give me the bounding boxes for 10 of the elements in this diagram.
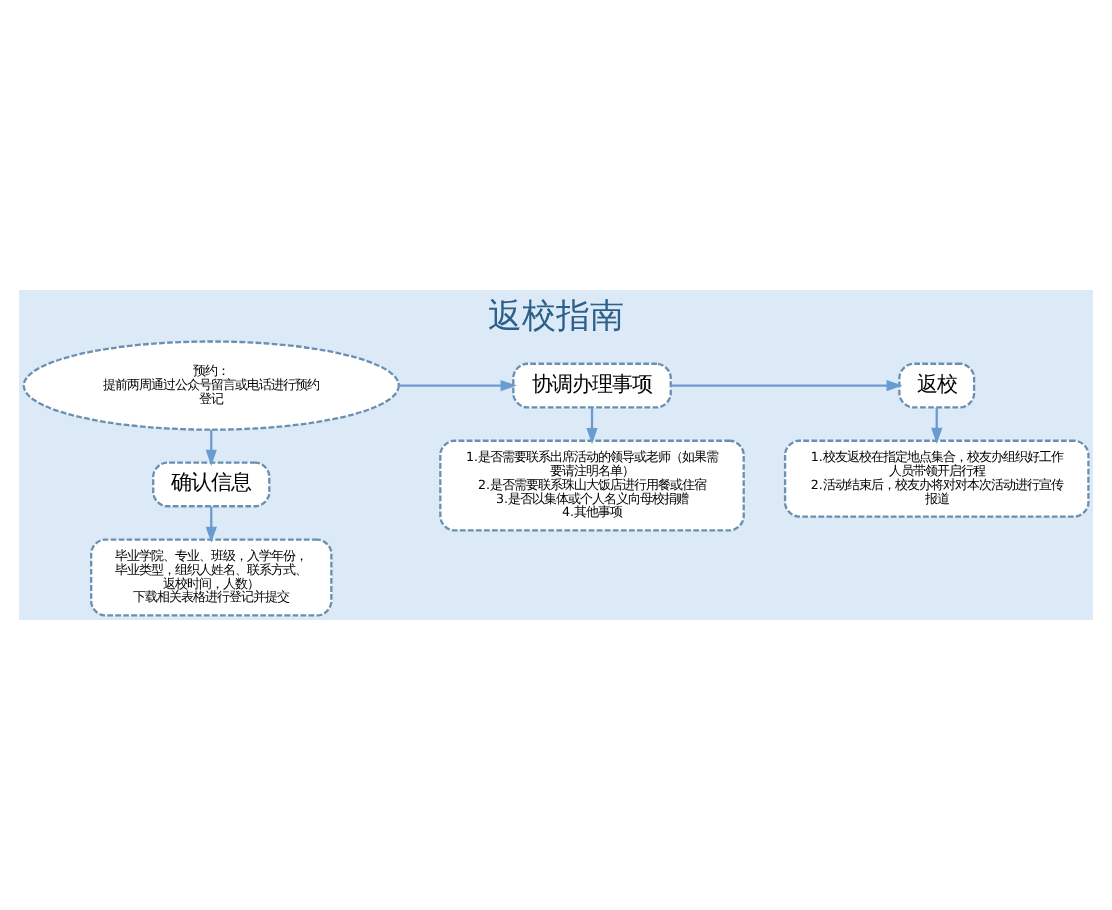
arrow [205,429,217,466]
arrow [399,379,517,392]
node-box: 协调办理事项 [512,362,672,409]
node-box: 返校 [898,362,976,409]
diagram-title: 返校指南 [488,296,624,337]
arrow [670,379,903,392]
arrow [205,506,217,543]
arrow [586,407,598,445]
node-box: 确认信息 [152,461,271,508]
arrow [931,407,943,444]
